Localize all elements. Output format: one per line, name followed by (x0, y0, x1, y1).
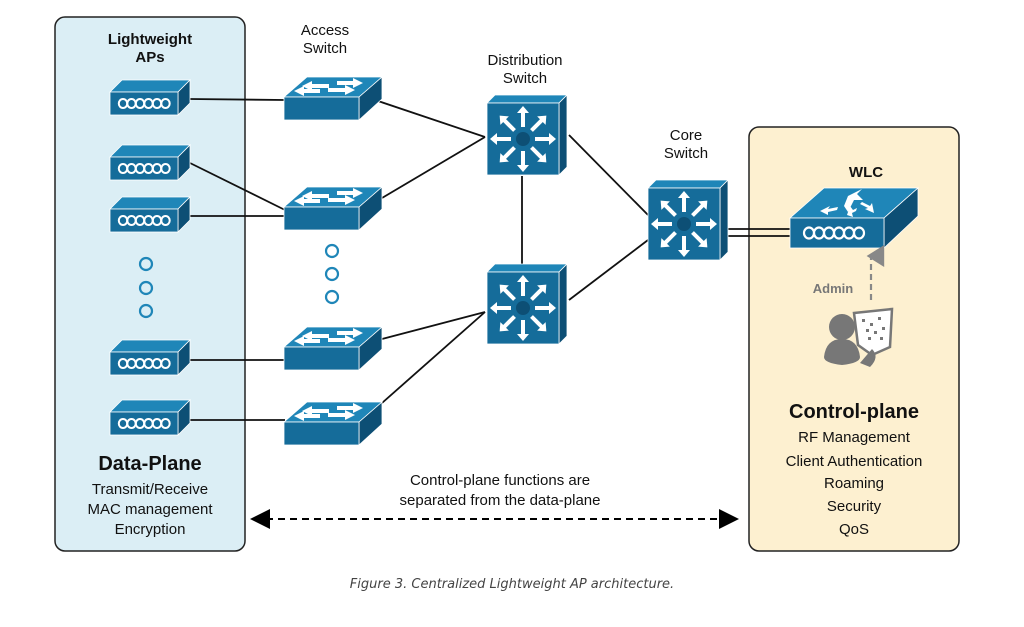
distribution-switch-icon[interactable] (487, 264, 567, 344)
control-plane-function: Roaming (824, 475, 884, 492)
access-switch-icon[interactable] (283, 76, 383, 121)
admin-user-icon (824, 307, 894, 367)
access-switch-icon[interactable] (283, 401, 383, 446)
access-switch-ellipsis-icon (324, 243, 340, 305)
access-switch-label-line2: Switch (303, 40, 347, 57)
wlc-label: WLC (849, 164, 883, 181)
link-access4-dist2 (381, 311, 486, 404)
admin-label: Admin (813, 281, 854, 296)
link-access2-dist1 (381, 136, 486, 199)
distribution-switch-label-line2: Switch (503, 70, 547, 87)
ap-ellipsis-icon (138, 256, 154, 319)
control-plane-function: QoS (839, 521, 869, 538)
link-ap1-access1 (189, 98, 286, 101)
separation-note-line1: Control-plane functions are (410, 472, 590, 489)
control-plane-title: Control-plane (789, 401, 919, 423)
access-point-icon[interactable] (109, 399, 191, 436)
data-plane-header-line1: Lightweight (108, 31, 192, 48)
data-plane-title: Data-Plane (98, 453, 201, 475)
link-ap2-access2 (189, 162, 286, 211)
core-switch-icon[interactable] (648, 180, 728, 260)
figure-caption: Figure 3. Centralized Lightweight AP arc… (349, 577, 675, 592)
access-point-icon[interactable] (109, 144, 191, 181)
control-plane-function: Client Authentication (786, 453, 923, 470)
control-plane-function: RF Management (798, 429, 911, 446)
link-access1-dist1 (377, 100, 486, 138)
access-switch-icon[interactable] (283, 326, 383, 371)
data-plane-function: MAC management (87, 501, 213, 518)
link-dist2-core (568, 239, 649, 301)
network-links (189, 98, 790, 421)
wlc-icon[interactable] (788, 187, 920, 249)
access-switch-icon[interactable] (283, 186, 383, 231)
access-point-icon[interactable] (109, 339, 191, 376)
core-switch-label-line1: Core (670, 127, 703, 144)
distribution-switch-label-line1: Distribution (487, 52, 562, 69)
core-switch-label-line2: Switch (664, 145, 708, 162)
distribution-switch-icon[interactable] (487, 95, 567, 175)
data-plane-function: Transmit/Receive (92, 481, 208, 498)
access-point-icon[interactable] (109, 196, 191, 233)
access-switch-label-line1: Access (301, 22, 349, 39)
access-point-icon[interactable] (109, 79, 191, 116)
separation-note-line2: separated from the data-plane (400, 492, 601, 509)
data-plane-function: Encryption (115, 521, 186, 538)
control-plane-function: Security (827, 498, 882, 515)
data-plane-header-line2: APs (135, 49, 164, 66)
link-dist1-core (568, 134, 649, 216)
link-access3-dist2 (381, 311, 486, 340)
